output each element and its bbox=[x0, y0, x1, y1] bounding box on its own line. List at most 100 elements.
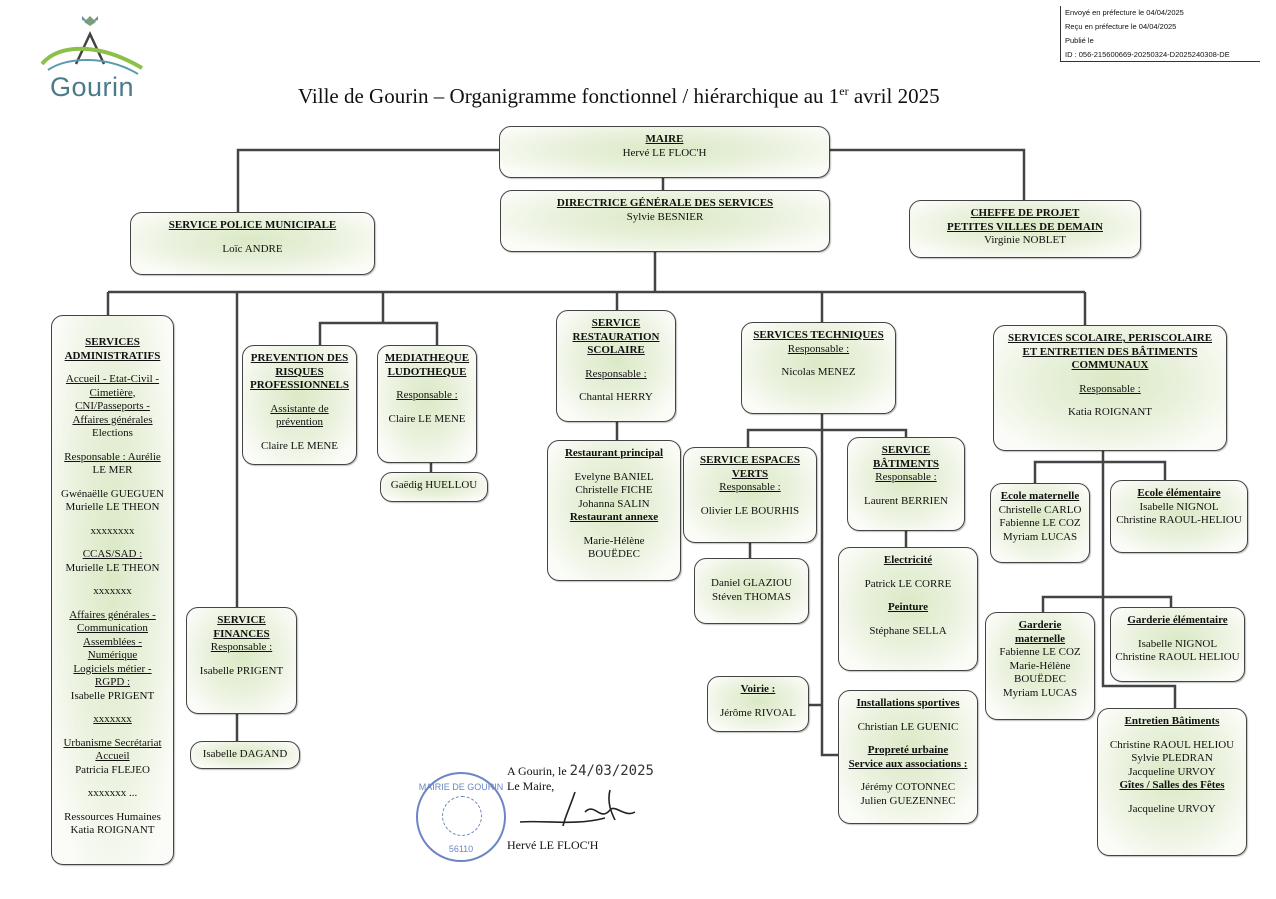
box-text: Stéphane SELLA bbox=[869, 624, 947, 637]
spacer bbox=[382, 403, 472, 413]
box-heading: DIRECTRICE GÉNÉRALE DES SERVICES bbox=[556, 197, 774, 209]
spacer bbox=[843, 711, 973, 721]
gourin-logo-icon bbox=[40, 16, 144, 75]
spacer bbox=[561, 358, 671, 368]
box-heading: SERVICES SCOLAIRE, PERISCOLAIRE bbox=[1007, 332, 1213, 344]
box-text: Nicolas MENEZ bbox=[781, 366, 856, 378]
box-heading: Restaurant annexe bbox=[569, 511, 659, 523]
seal-emblem-icon bbox=[442, 796, 482, 836]
box-label: RGPD : bbox=[94, 676, 131, 688]
box-text: Sylvie PLEDRAN bbox=[1131, 752, 1213, 764]
spacer bbox=[998, 396, 1222, 406]
spacer bbox=[56, 363, 169, 373]
box-text: Murielle LE THEON bbox=[65, 501, 160, 513]
spacer bbox=[56, 727, 169, 737]
box-text: Julien GUEZENNEC bbox=[860, 794, 956, 807]
box-mediatheque-agent: Gaëdig HUELLOU bbox=[380, 472, 488, 502]
box-text: Claire LE MENE bbox=[388, 412, 466, 425]
box-heading: SERVICES TECHNIQUES bbox=[753, 329, 884, 341]
box-text: Christine RAOUL HELIOU bbox=[1115, 651, 1240, 663]
spacer bbox=[843, 591, 973, 601]
box-text: Myriam LUCAS bbox=[1002, 530, 1078, 543]
box-text: Murielle LE THEON bbox=[65, 561, 160, 574]
box-text: Stéven THOMAS bbox=[712, 590, 791, 603]
prefecture-published: Publié le bbox=[1065, 36, 1094, 45]
spacer bbox=[1115, 628, 1240, 638]
box-heading: BÂTIMENTS bbox=[872, 457, 940, 470]
spacer bbox=[56, 777, 169, 787]
box-label: Responsable : bbox=[1079, 382, 1141, 395]
title-sup: er bbox=[839, 84, 849, 98]
box-label: CCAS/SAD : bbox=[82, 548, 143, 560]
box-label: Assistante de bbox=[270, 402, 329, 415]
spacer bbox=[843, 771, 973, 781]
box-heading: PREVENTION DES bbox=[250, 352, 349, 364]
box-heading: Voirie : bbox=[740, 683, 776, 695]
box-heading: COMMUNAUX bbox=[1071, 359, 1149, 371]
title-end: avril 2025 bbox=[848, 84, 940, 108]
box-label: Accueil - Etat-Civil - bbox=[65, 373, 160, 385]
box-text: Myriam LUCAS bbox=[1002, 686, 1078, 699]
prefecture-sent: Envoyé en préfecture le 04/04/2025 bbox=[1065, 8, 1184, 17]
spacer bbox=[712, 697, 804, 707]
seal-bottom-text: 56110 bbox=[448, 844, 474, 854]
box-heading: SERVICE bbox=[217, 614, 266, 626]
box-text: Christelle CARLO bbox=[998, 503, 1082, 516]
box-finances-agent: Isabelle DAGAND bbox=[190, 741, 300, 769]
signature-role: Le Maire, bbox=[507, 779, 555, 793]
box-heading: SERVICE POLICE MUNICIPALE bbox=[168, 219, 337, 231]
spacer bbox=[56, 478, 169, 488]
box-heading: FINANCES bbox=[213, 627, 270, 640]
box-text: xxxxxxx ... bbox=[87, 787, 138, 799]
spacer bbox=[561, 381, 671, 391]
box-heading: VERTS bbox=[731, 467, 769, 480]
box-text: Ressources Humaines bbox=[64, 810, 161, 823]
spacer bbox=[746, 356, 891, 366]
box-heading: LUDOTHEQUE bbox=[387, 365, 467, 378]
box-heading: MEDIATHEQUE bbox=[384, 352, 470, 364]
spacer bbox=[552, 461, 676, 471]
prefecture-id: ID : 056-215600669-20250324-D2025240308-… bbox=[1065, 50, 1230, 59]
box-heading: maternelle bbox=[1014, 632, 1066, 645]
box-text: BOUËDEC bbox=[588, 548, 640, 560]
spacer bbox=[56, 801, 169, 811]
box-label: Assemblées - bbox=[83, 635, 142, 648]
box-text: Christine RAOUL-HELIOU bbox=[1116, 514, 1242, 526]
box-heading: SERVICES bbox=[85, 336, 140, 348]
spacer bbox=[552, 525, 676, 535]
spacer bbox=[191, 655, 292, 665]
box-heading: Restaurant principal bbox=[564, 447, 664, 459]
box-heading: Garderie élémentaire bbox=[1127, 614, 1228, 626]
box-text: Johanna SALIN bbox=[578, 497, 650, 510]
box-heading: Entretien Bâtiments bbox=[1124, 715, 1220, 727]
box-heading: Propreté urbaine bbox=[867, 744, 949, 756]
box-label: xxxxxxx bbox=[93, 713, 132, 725]
box-heading: CHEFFE DE PROJET bbox=[970, 207, 1080, 219]
box-heading: PETITES VILLES DE DEMAIN bbox=[947, 220, 1103, 233]
box-text: Katia ROIGNANT bbox=[1067, 406, 1152, 418]
box-text: Sylvie BESNIER bbox=[626, 210, 704, 223]
box-text: Marie-Hélène bbox=[1009, 659, 1071, 672]
box-text: Daniel GLAZIOU bbox=[711, 577, 792, 589]
box-label: Accueil bbox=[95, 750, 130, 762]
box-text: Marie-Hélène bbox=[583, 534, 645, 547]
box-label: Responsable : bbox=[787, 342, 850, 355]
box-text: Claire LE MENE bbox=[261, 439, 338, 452]
box-text: Christian LE GUENIC bbox=[857, 720, 959, 733]
handwritten-signature-icon bbox=[519, 789, 636, 827]
box-text: Patricia FLEJEO bbox=[75, 763, 150, 776]
box-label: prévention bbox=[275, 416, 324, 428]
